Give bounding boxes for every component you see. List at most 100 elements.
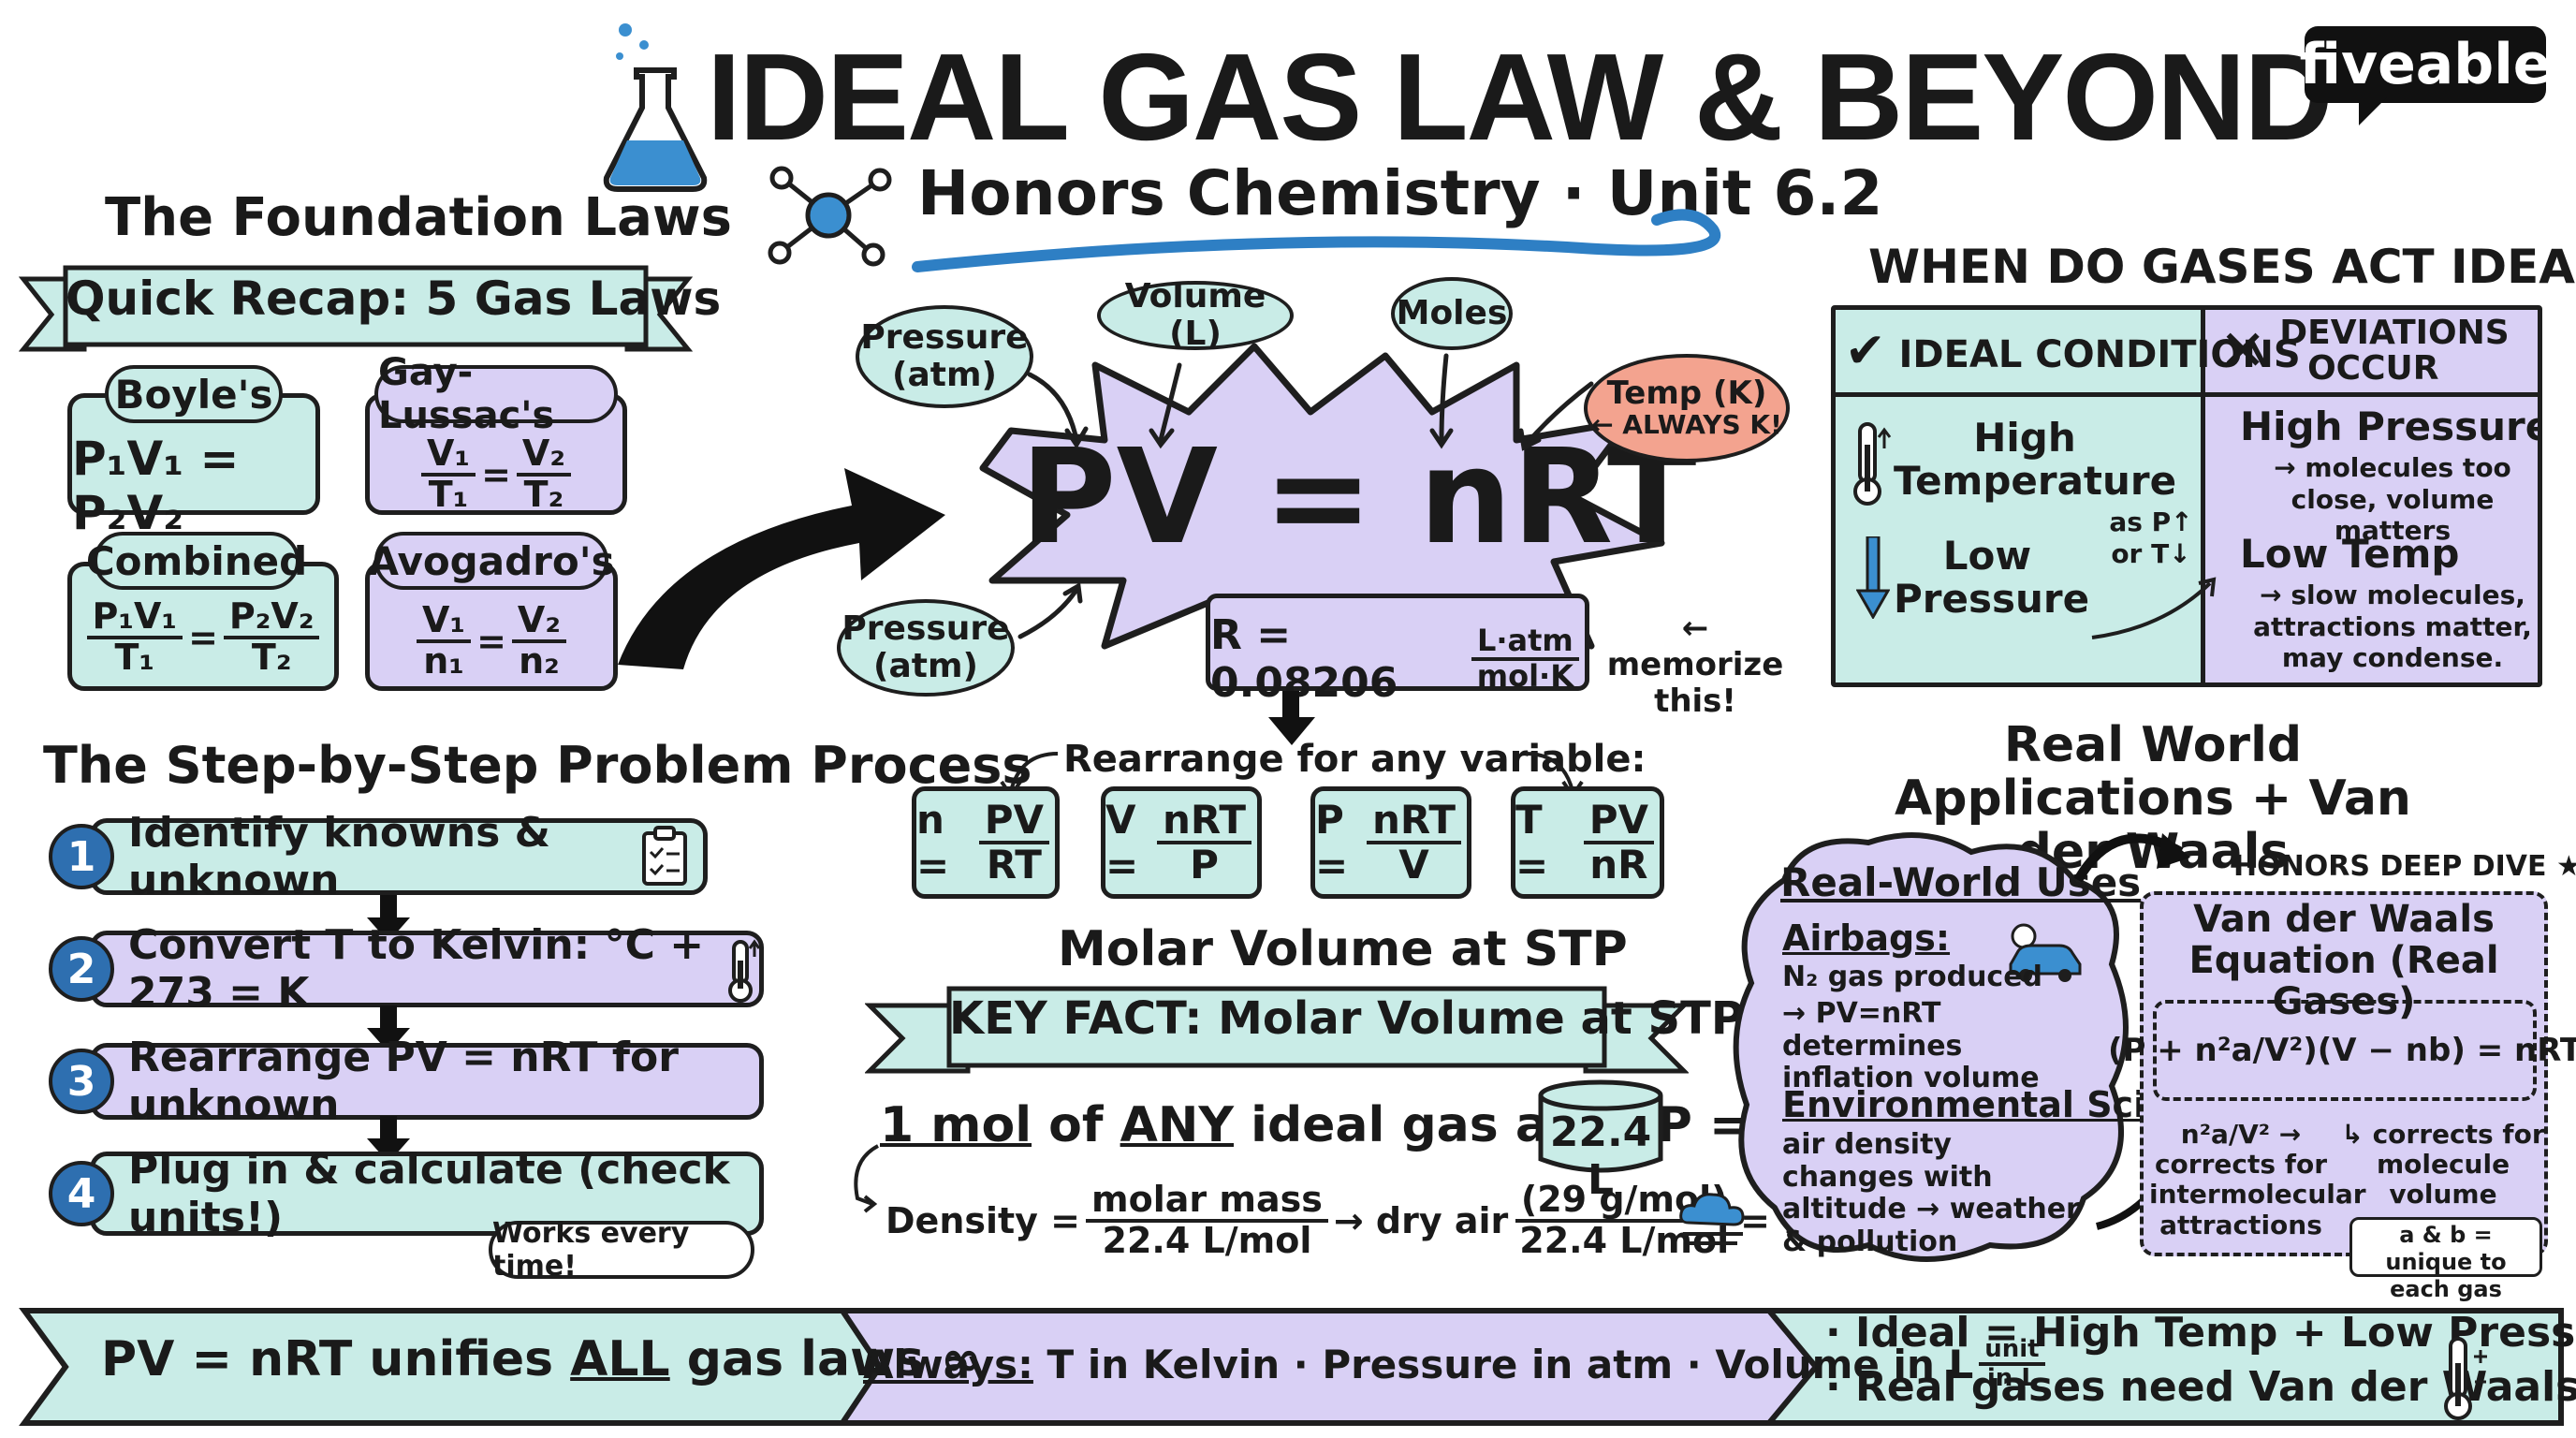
foundation-banner: Quick Recap: 5 Gas Laws <box>66 271 722 326</box>
subtitle-swoosh <box>912 209 1721 272</box>
step-arrow-1 <box>367 895 410 942</box>
density-curl-arrow <box>854 1144 879 1213</box>
step-4: Plug in & calculate (check units!) <box>90 1146 764 1241</box>
step-2-text: Convert T to Kelvin: °C + 273 = K <box>128 921 705 1017</box>
r-constant-value: R = 0.08206 <box>1210 611 1398 707</box>
deep-dive-label: HONORS DEEP DIVE ★ <box>2233 850 2576 883</box>
table-divider-v <box>2201 310 2205 682</box>
footer-summary-1: PV = nRT unifies ALL gas laws ∞ <box>101 1331 982 1387</box>
flask-icon <box>603 23 708 192</box>
low-pressure: Low Pressure <box>1894 533 2090 623</box>
moles-label: Moles <box>1391 277 1513 350</box>
boyles-law-card: P₁V₁ = P₂V₂ <box>67 393 320 540</box>
foundation-heading: The Foundation Laws <box>105 187 732 248</box>
steps-heading: The Step-by-Step Problem Process <box>43 736 1032 795</box>
foundation-banner-ribbon <box>19 265 693 352</box>
table-divider-h <box>1836 392 2538 397</box>
footer-thermometer-icon <box>2444 1337 2487 1420</box>
env-title: Environmental Sci: <box>1782 1084 2160 1125</box>
volume-label: Volume (L) <box>1097 278 1294 352</box>
step-3-text: Rearrange PV = nRT for unknown <box>128 1034 679 1129</box>
hot-thermometer-icon <box>1853 422 1892 506</box>
molar-volume-value: 22.4 L <box>1549 1108 1652 1204</box>
memorize-note: ← memorize this! <box>1606 609 1784 721</box>
vdw-title: Van der Waals Equation (Real Gases) <box>2188 898 2499 1023</box>
cylinder-icon <box>1538 1079 1663 1173</box>
high-pressure-note: → molecules too close, volume matters <box>2274 452 2511 547</box>
step-2-number: 2 <box>49 936 114 1002</box>
low-temp: Low Temp <box>2240 531 2460 577</box>
step-arrow-2 <box>367 1005 410 1052</box>
combined-label: Combined <box>86 532 307 590</box>
vdw-note-attractions: n²a/V² → corrects for intermolecular att… <box>2149 1119 2366 1240</box>
ideal-column <box>1836 310 2203 682</box>
down-arrow-icon <box>1856 536 1890 619</box>
airbags-text-2: → PV=nRT determines inflation volume <box>1782 997 2040 1094</box>
transition-arrow <box>2091 577 2217 639</box>
boyles-label: Boyle's <box>105 365 283 423</box>
thermometer-icon <box>728 939 761 1003</box>
high-temperature: High Temperature <box>1894 415 2177 505</box>
works-every-time-bubble: Works every time! <box>489 1217 754 1283</box>
molar-banner: KEY FACT: Molar Volume at STP <box>949 992 1745 1045</box>
vdw-note-volume: ↳ corrects for molecule volume <box>2341 1119 2545 1211</box>
step-1-text: Identify knowns & unknown <box>128 809 550 904</box>
vdw-equation-box: (P + n²a/V²)(V − nb) = nRT <box>2108 1000 2576 1101</box>
vdw-card <box>2140 891 2548 1256</box>
rearrange-curly-arrows <box>1000 752 1584 800</box>
gay-lussac-label: Gay-Lussac's <box>374 351 618 437</box>
airbags-title: Airbags: <box>1782 917 1951 959</box>
boyles-formula: P₁V₁ = P₂V₂ <box>72 432 240 540</box>
pressure-label-bottom: Pressure (atm) <box>837 599 1015 697</box>
cloud-icon <box>1679 1193 1745 1245</box>
brand-logo-tail <box>2359 97 2387 125</box>
temp-label: Temp (K) ← ALWAYS K! <box>1584 354 1790 462</box>
vdw-equation: (P + n²a/V²)(V − nb) = nRT <box>2107 1032 2576 1069</box>
molar-volume-heading: Molar Volume at STP <box>1058 921 1628 977</box>
vdw-note-unique: a & b = unique to each gas <box>2349 1217 2542 1302</box>
page-title: IDEAL GAS LAW & BEYOND <box>707 28 2334 166</box>
temp-label-text: Temp (K) <box>1606 374 1767 412</box>
brand-text: fiveable <box>2299 32 2552 97</box>
temp-label-note: ← ALWAYS K! <box>1591 409 1782 441</box>
env-text: air density changes with altitude → weat… <box>1782 1128 2080 1258</box>
molecule-icon <box>768 166 892 267</box>
step-arrow-3 <box>367 1116 410 1163</box>
low-temp-note: → slow molecules, attractions matter, ma… <box>2253 580 2532 674</box>
footer-ribbon <box>19 1308 2564 1426</box>
rearrange-down-arrow <box>1268 691 1315 745</box>
airbags-text-1: N₂ gas produced <box>1782 961 2043 993</box>
page-subtitle: Honors Chemistry · Unit 6.2 <box>917 157 1883 229</box>
clipboard-icon <box>642 826 687 886</box>
deviation-header: ✕ DEVIATIONS OCCUR <box>2219 314 2510 388</box>
combine-arrow <box>618 468 945 669</box>
ideal-heading: WHEN DO GASES ACT IDEAL? <box>1868 240 2576 294</box>
ideal-table: ✔ IDEAL CONDITIONS ✕ DEVIATIONS OCCUR Hi… <box>1831 305 2542 687</box>
high-pressure: High Pressure <box>2240 404 2542 449</box>
step-3-number: 3 <box>49 1049 114 1114</box>
ideal-header-text: IDEAL CONDITIONS <box>1898 333 2301 376</box>
check-icon: ✔ <box>1845 323 1886 379</box>
cross-icon: ✕ <box>2219 317 2267 384</box>
footer-summary-2: Always: T in Kelvin · Pressure in atm · … <box>863 1336 2051 1392</box>
step-3: Rearrange PV = nRT for unknown <box>90 1034 764 1129</box>
step-2: Convert T to Kelvin: °C + 273 = K <box>90 921 764 1017</box>
label-pointer-arrows <box>1017 353 1594 639</box>
step-1: Identify knowns & unknown <box>90 809 708 904</box>
transition-note: as P↑ or T↓ <box>2109 506 2193 569</box>
step-1-number: 1 <box>49 824 114 889</box>
avogadro-label: Avogadro's <box>368 532 615 590</box>
deviation-column <box>2203 310 2538 682</box>
deviation-header-text: DEVIATIONS OCCUR <box>2279 314 2510 388</box>
step-4-text: Plug in & calculate (check units!) <box>128 1146 730 1241</box>
molar-banner-ribbon <box>865 986 1689 1074</box>
